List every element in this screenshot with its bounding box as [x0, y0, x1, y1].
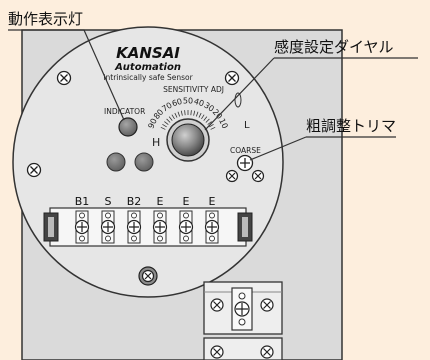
- dial-scale-label: 90: [146, 117, 158, 130]
- dial-tick: [201, 114, 205, 120]
- dial-tick: [184, 110, 186, 116]
- screw-icon: [26, 162, 42, 178]
- marker-oval: [234, 92, 242, 108]
- dial-tick: [160, 126, 166, 130]
- brand-name: KANSAI: [116, 44, 180, 62]
- dial-scale-label: 60: [171, 97, 183, 108]
- dial-tick: [210, 126, 216, 130]
- terminal-labels: B1 S B2 E E E: [75, 195, 216, 208]
- sensitivity-knob[interactable]: [171, 123, 205, 157]
- terminal-screw[interactable]: [204, 210, 220, 244]
- callout-leader-indicator: [8, 29, 125, 121]
- brand-subtitle: Automation: [114, 62, 181, 73]
- dial-scale-label: 10: [217, 117, 229, 130]
- terminal-screw[interactable]: [74, 210, 90, 244]
- terminal-screw[interactable]: [126, 210, 142, 244]
- terminal-screw[interactable]: [178, 210, 194, 244]
- callout-leader-coarse: [249, 136, 396, 161]
- terminal-label: S: [105, 195, 112, 208]
- dial-tick: [207, 121, 212, 125]
- screw-icon: [138, 266, 158, 286]
- dial-scale-label: 50: [183, 97, 193, 106]
- dial-tick: [203, 116, 208, 121]
- cable-hole: [106, 152, 126, 172]
- terminal-screw[interactable]: [100, 210, 116, 244]
- coarse-label: COARSE: [230, 146, 261, 155]
- dial-low-mark: L: [244, 120, 250, 131]
- indicator-lamp: [118, 117, 138, 137]
- dial-tick-marks: [160, 110, 216, 130]
- dial-tick: [168, 116, 173, 121]
- product-description: Intrinsically safe Sensor: [103, 73, 193, 82]
- terminal-screw[interactable]: [152, 210, 168, 244]
- dial-high-mark: H: [152, 136, 160, 149]
- screw-icon: [56, 70, 72, 86]
- dial-tick: [174, 112, 178, 118]
- dial-tick: [195, 111, 199, 117]
- callout-leaders: [8, 29, 418, 161]
- callout-leader-dial: [204, 57, 418, 131]
- dial-tick: [177, 111, 181, 117]
- cable-hole: [134, 152, 154, 172]
- coarse-trimmer[interactable]: [236, 154, 254, 172]
- terminal-label: B1: [75, 195, 90, 208]
- dial-tick: [180, 110, 183, 116]
- dial-tick: [190, 110, 192, 116]
- dial-tick: [162, 123, 167, 128]
- terminal-label: E: [209, 195, 216, 208]
- screw-icon: [225, 169, 239, 183]
- dial-scale-label: 40: [193, 97, 205, 108]
- callout-indicator-lamp: 動作表示灯: [8, 10, 84, 28]
- indicator-label: INDICATOR: [104, 107, 145, 116]
- terminal-label: B2: [127, 195, 142, 208]
- mounting-bracket: [203, 281, 283, 360]
- callout-coarse-trimmer: 粗調整トリマ: [306, 117, 397, 135]
- terminal-label: E: [157, 195, 164, 208]
- dial-tick: [205, 118, 210, 123]
- terminal-label: E: [183, 195, 190, 208]
- callout-sensitivity-dial: 感度設定ダイヤル: [274, 38, 394, 56]
- dial-tick: [198, 112, 202, 118]
- terminal-screws: [74, 210, 220, 244]
- dial-tick: [171, 114, 175, 120]
- dial-tick: [209, 123, 214, 128]
- dial-tick: [193, 110, 196, 116]
- dial-tick: [164, 121, 169, 125]
- screw-icon: [251, 169, 265, 183]
- screw-icon: [224, 70, 240, 86]
- dial-tick: [166, 118, 171, 123]
- sensitivity-label: SENSITIVITY ADJ: [163, 85, 224, 94]
